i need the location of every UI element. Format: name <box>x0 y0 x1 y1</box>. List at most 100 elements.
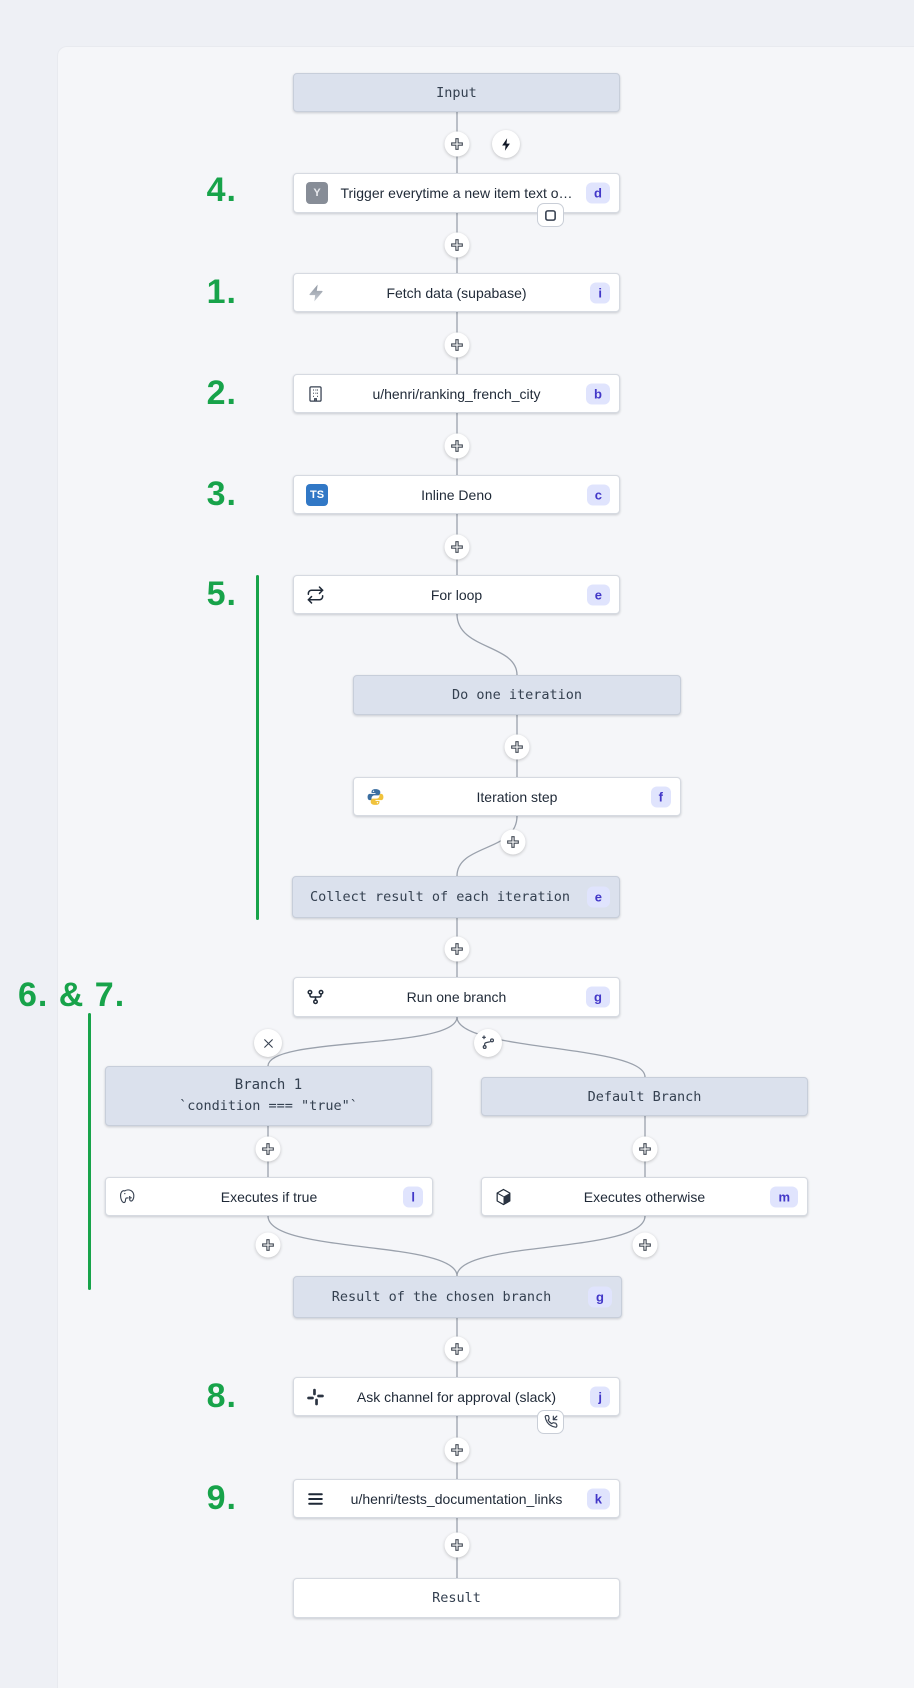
node-label: Iteration step <box>476 788 558 805</box>
postgresql-icon <box>118 1187 137 1206</box>
building-icon <box>306 384 325 403</box>
node-label: Inline Deno <box>421 486 492 503</box>
plus-icon <box>451 138 463 150</box>
add-step-button[interactable] <box>444 1336 470 1362</box>
step-id-badge: b <box>586 383 610 404</box>
annotation-5: 5. <box>206 575 237 613</box>
add-step-button[interactable] <box>255 1232 281 1258</box>
step-id-badge: g <box>588 1286 612 1308</box>
plus-icon <box>639 1143 651 1155</box>
add-step-button[interactable] <box>500 829 526 855</box>
step-id-badge: j <box>590 1386 610 1407</box>
cube-icon <box>494 1187 513 1206</box>
node-label: Trigger everytime a new item text o… <box>340 185 573 201</box>
add-step-button[interactable] <box>444 433 470 459</box>
node-iteration-step[interactable]: Iteration step f <box>353 777 681 816</box>
step-id-badge: i <box>590 282 610 303</box>
add-step-button[interactable] <box>444 534 470 560</box>
node-label: u/henri/ranking_french_city <box>372 385 541 402</box>
branch-plus-icon <box>482 1035 494 1049</box>
forloop-scope-line <box>256 575 259 920</box>
annotation-6-7: 6. & 7. <box>18 976 126 1014</box>
node-ask-channel-approval[interactable]: Ask channel for approval (slack) j <box>293 1377 620 1416</box>
step-id-badge: g <box>586 986 610 1008</box>
branch-title: Branch 1 <box>234 1076 303 1093</box>
hacker-news-icon: Y <box>306 182 328 204</box>
add-step-button[interactable] <box>632 1136 658 1162</box>
plus-icon <box>639 1239 651 1251</box>
add-step-button[interactable] <box>632 1232 658 1258</box>
plus-icon <box>451 1444 463 1456</box>
plus-icon <box>507 836 519 848</box>
add-branch-button[interactable] <box>474 1029 502 1057</box>
repeat-icon <box>306 585 325 604</box>
plus-icon <box>262 1239 274 1251</box>
annotation-9: 9. <box>206 1479 237 1517</box>
node-trigger[interactable]: Y Trigger everytime a new item text o… d <box>293 173 620 213</box>
node-input[interactable]: Input <box>293 73 620 112</box>
step-id-badge: e <box>586 886 610 908</box>
plus-icon <box>451 440 463 452</box>
node-label: Run one branch <box>406 989 507 1005</box>
suspend-square-button[interactable] <box>537 203 564 227</box>
add-step-button[interactable] <box>444 131 470 157</box>
node-label: Result of the chosen branch <box>331 1289 552 1305</box>
step-id-badge: c <box>586 484 610 505</box>
add-step-button[interactable] <box>444 332 470 358</box>
add-step-button[interactable] <box>255 1136 281 1162</box>
annotation-8: 8. <box>206 1377 237 1415</box>
phone-incoming-icon <box>544 1415 557 1428</box>
plus-icon <box>511 741 523 753</box>
approval-callback-button[interactable] <box>537 1410 564 1434</box>
add-trigger-button[interactable] <box>492 130 520 158</box>
node-result-chosen-branch[interactable]: Result of the chosen branch g <box>293 1276 622 1318</box>
plus-icon <box>451 541 463 553</box>
node-collect-result[interactable]: Collect result of each iteration e <box>292 876 620 918</box>
menu-lines-icon <box>306 1489 325 1508</box>
add-step-button[interactable] <box>444 232 470 258</box>
plus-icon <box>451 239 463 251</box>
annotation-2: 2. <box>206 374 237 412</box>
node-ranking-french-city[interactable]: u/henri/ranking_french_city b <box>293 374 620 413</box>
step-id-badge: k <box>586 1488 610 1509</box>
node-fetch-data[interactable]: Fetch data (supabase) i <box>293 273 620 312</box>
add-step-button[interactable] <box>444 1437 470 1463</box>
node-result[interactable]: Result <box>293 1578 620 1618</box>
node-executes-otherwise[interactable]: Executes otherwise m <box>481 1177 808 1216</box>
node-tests-documentation-links[interactable]: u/henri/tests_documentation_links k <box>293 1479 620 1518</box>
annotation-4: 4. <box>206 171 237 209</box>
plus-icon <box>451 943 463 955</box>
node-branch-1[interactable]: Branch 1 `condition === "true"` <box>105 1066 432 1126</box>
node-label: u/henri/tests_documentation_links <box>350 1490 563 1507</box>
node-label: Collect result of each iteration <box>309 889 571 905</box>
step-id-badge: l <box>403 1186 423 1207</box>
node-label: Do one iteration <box>451 687 583 703</box>
add-step-button[interactable] <box>444 936 470 962</box>
add-step-button[interactable] <box>444 1532 470 1558</box>
node-run-one-branch[interactable]: Run one branch g <box>293 977 620 1017</box>
node-label: Default Branch <box>587 1088 702 1105</box>
git-fork-icon <box>306 988 325 1007</box>
lightning-icon <box>501 137 510 151</box>
plus-icon <box>451 1343 463 1355</box>
node-default-branch[interactable]: Default Branch <box>481 1077 808 1116</box>
step-id-badge: f <box>650 786 671 807</box>
node-label: For loop <box>430 586 483 603</box>
python-icon <box>366 787 385 806</box>
node-label: Fetch data (supabase) <box>386 284 527 301</box>
branch-scope-line <box>88 1013 91 1290</box>
node-executes-if-true[interactable]: Executes if true l <box>105 1177 433 1216</box>
typescript-icon: TS <box>306 483 328 506</box>
node-label: Executes otherwise <box>583 1188 706 1205</box>
close-icon <box>263 1038 273 1048</box>
annotation-3: 3. <box>206 475 237 513</box>
node-do-one-iteration[interactable]: Do one iteration <box>353 675 681 715</box>
node-inline-deno[interactable]: TS Inline Deno c <box>293 475 620 514</box>
plus-icon <box>451 339 463 351</box>
annotation-1: 1. <box>206 273 237 311</box>
step-id-badge: m <box>770 1186 798 1207</box>
step-id-badge: d <box>586 182 610 204</box>
node-for-loop[interactable]: For loop e <box>293 575 620 614</box>
add-step-button[interactable] <box>504 734 530 760</box>
remove-branch-button[interactable] <box>254 1029 282 1057</box>
